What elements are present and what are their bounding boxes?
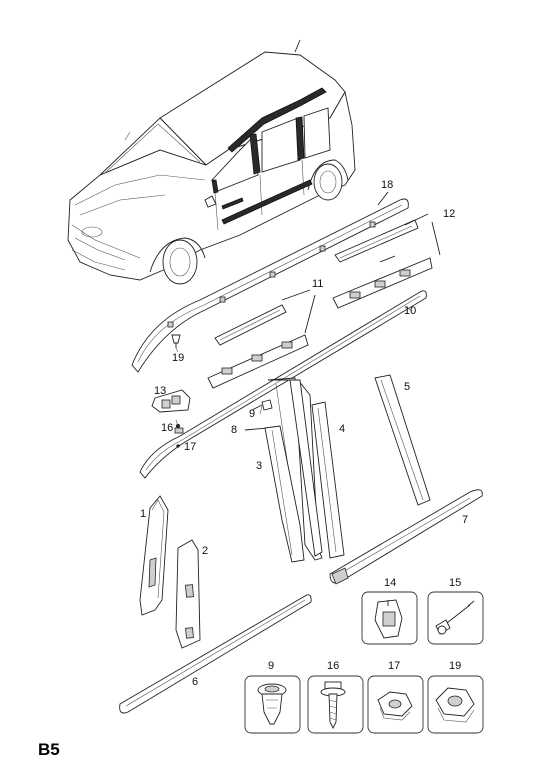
box-17-nut — [367, 675, 424, 734]
part-11-roof-rail-brackets — [207, 289, 316, 389]
box-label-19: 19 — [449, 660, 462, 672]
box-16-screw — [307, 675, 364, 734]
part-18-roof-moulding — [131, 191, 409, 373]
part-12-roof-rail-brackets — [332, 213, 441, 309]
part-13-bracket — [151, 389, 191, 413]
part-10-side-moulding — [139, 290, 427, 479]
callout-8: 8 — [231, 424, 238, 436]
callout-5: 5 — [404, 381, 411, 393]
callout-9: 9 — [249, 408, 256, 420]
box-19-nut — [427, 675, 484, 734]
part-7-door-moulding — [329, 489, 483, 585]
part-8-pillar-trim — [244, 377, 323, 561]
part-4-pillar-trim — [311, 401, 345, 559]
box-14-clip — [361, 591, 418, 645]
part-19-clip — [171, 334, 181, 348]
callout-10: 10 — [404, 305, 417, 317]
part-3-pillar-trim — [264, 425, 305, 563]
box-label-9: 9 — [268, 660, 275, 672]
part-9-clip — [251, 399, 273, 411]
box-label-16: 16 — [327, 660, 340, 672]
part-5-pillar-trim — [374, 374, 431, 506]
vehicle-illustration — [67, 39, 356, 285]
callout-13: 13 — [154, 385, 167, 397]
callout-17: 17 — [184, 441, 197, 453]
callout-1: 1 — [140, 508, 147, 520]
callout-3: 3 — [256, 460, 263, 472]
part-6-door-moulding — [119, 594, 312, 714]
page-code: B5 — [38, 740, 60, 759]
callout-18: 18 — [381, 179, 394, 191]
part-2-pillar-trim — [175, 539, 201, 649]
part-1-pillar-trim — [139, 495, 169, 616]
leader-lines — [175, 305, 413, 448]
callout-12: 12 — [443, 208, 456, 220]
callout-2: 2 — [202, 545, 209, 557]
box-label-17: 17 — [388, 660, 401, 672]
part-18-clips — [167, 221, 376, 328]
callout-11: 11 — [312, 278, 324, 290]
callout-4: 4 — [339, 423, 346, 435]
box-label-14: 14 — [384, 577, 397, 589]
box-9-clip — [244, 675, 301, 734]
callout-7: 7 — [462, 514, 469, 526]
callout-16: 16 — [161, 422, 174, 434]
box-label-15: 15 — [449, 577, 462, 589]
callout-6: 6 — [192, 676, 199, 688]
box-15-rivet — [427, 591, 484, 645]
callout-19: 19 — [172, 352, 185, 364]
